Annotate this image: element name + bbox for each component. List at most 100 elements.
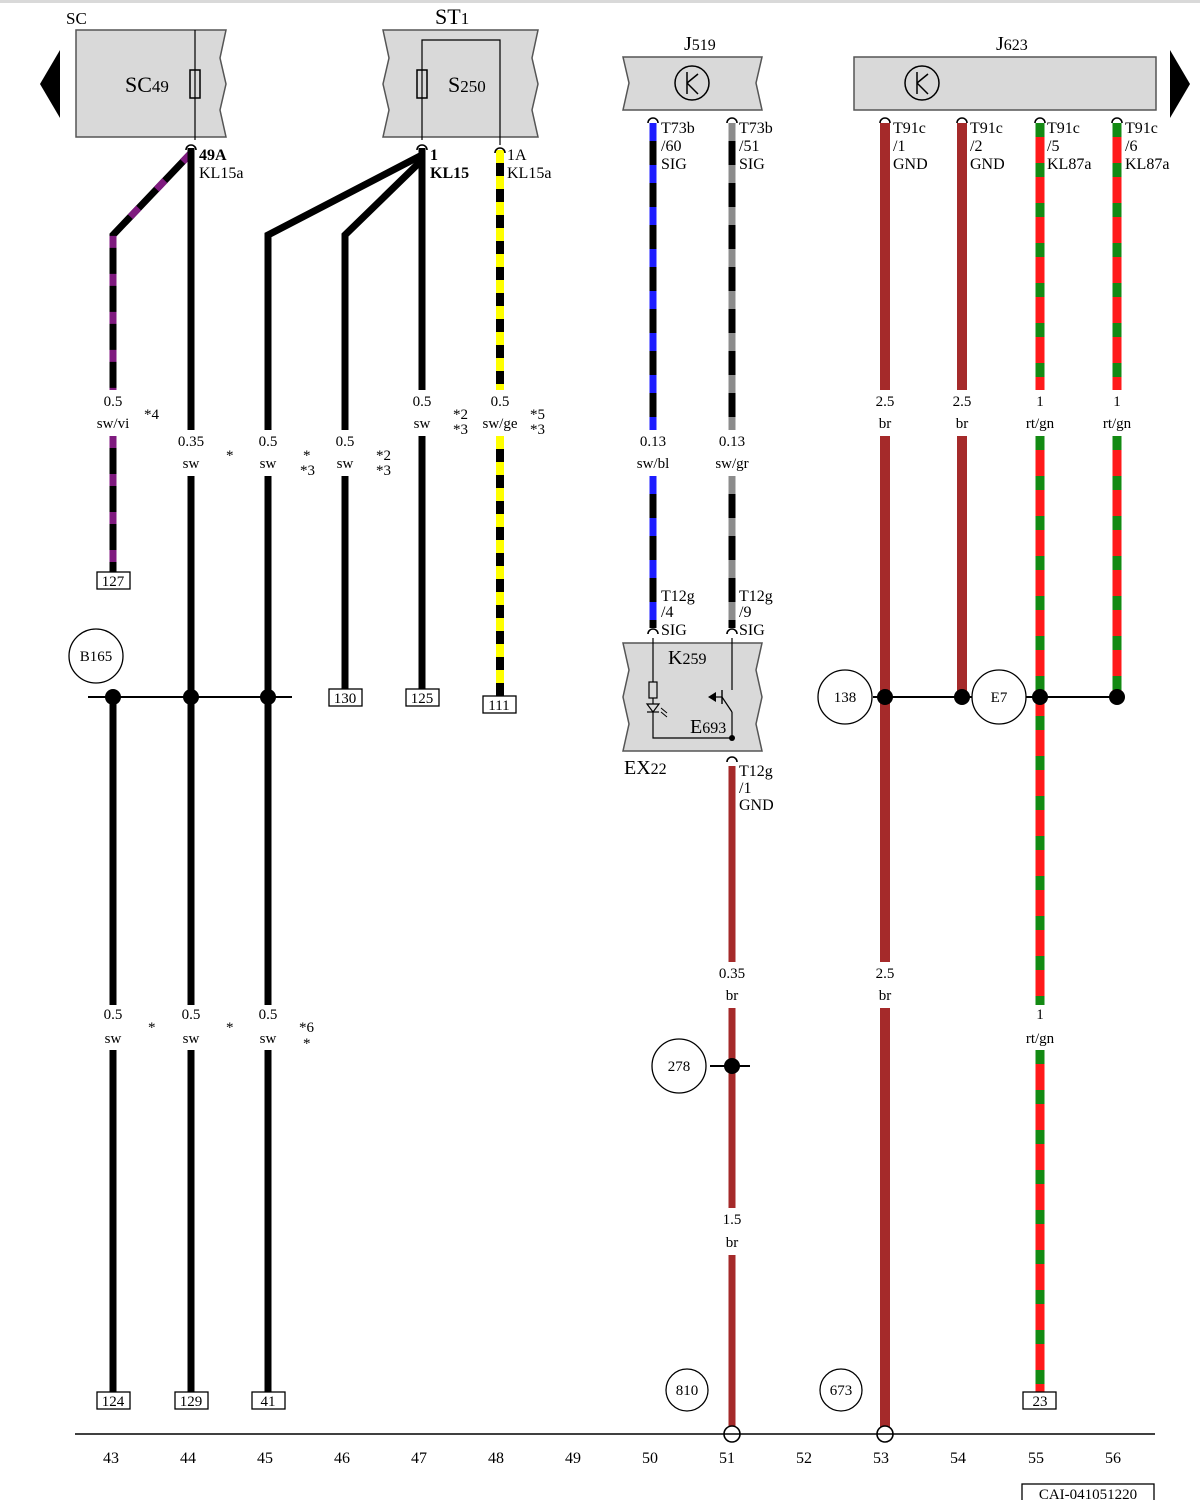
wire-size: 2.5 <box>876 394 895 410</box>
wire-size: 2.5 <box>953 394 972 410</box>
track-number: 56 <box>1105 1450 1121 1467</box>
ref-box[interactable]: 124 <box>102 1394 125 1410</box>
track-number: 45 <box>257 1450 273 1467</box>
ref-box[interactable]: 129 <box>180 1394 203 1410</box>
wire-color: br <box>726 1235 739 1251</box>
sc-group-label: SC <box>66 9 87 28</box>
wire-color: sw <box>183 456 200 472</box>
pin-label: /60 <box>661 138 681 155</box>
track-number: 46 <box>334 1450 350 1467</box>
pin-label: GND <box>739 797 774 814</box>
wire-size: 0.5 <box>336 434 355 450</box>
wire-color: br <box>879 416 892 432</box>
ref-box[interactable]: 23 <box>1033 1394 1048 1410</box>
transistor-icon <box>674 65 710 101</box>
wire-note: *3 <box>530 422 545 438</box>
ground-node[interactable]: 278 <box>668 1059 691 1075</box>
arrow-left-icon[interactable] <box>40 50 60 118</box>
wire-size: 0.5 <box>182 1007 201 1023</box>
wire-color: sw <box>414 416 431 432</box>
wire-size: 1 <box>1036 394 1044 410</box>
wire-size: 1.5 <box>723 1212 742 1228</box>
wire-color: sw/ge <box>483 416 518 432</box>
pin-label: KL87a <box>1125 156 1169 173</box>
ref-box[interactable]: 125 <box>411 691 434 707</box>
wire-size: 0.13 <box>640 434 666 450</box>
e693-label: E693 <box>690 716 726 738</box>
pin-label: 1A <box>507 147 527 164</box>
wire-color: sw/vi <box>97 416 130 432</box>
led-icon <box>645 638 668 724</box>
pin-label: T91c <box>1125 120 1158 137</box>
ref-box[interactable]: 41 <box>261 1394 276 1410</box>
wire-note: *5 <box>530 407 545 423</box>
pin-label: KL87a <box>1047 156 1091 173</box>
track-number: 53 <box>873 1450 889 1467</box>
wire-note: *3 <box>300 463 315 479</box>
pin-label: SIG <box>739 156 765 173</box>
ground-node[interactable]: 673 <box>830 1383 853 1399</box>
wire-color: sw/bl <box>637 456 670 472</box>
ground-node[interactable]: B165 <box>80 649 113 665</box>
arrow-right-icon[interactable] <box>1170 50 1190 118</box>
wire-sw <box>264 151 424 430</box>
wire-note: *4 <box>144 407 160 423</box>
pin-label: T91c <box>1047 120 1080 137</box>
pin-label: SIG <box>739 622 765 639</box>
pin-label: GND <box>970 156 1005 173</box>
pin-label: 1 <box>430 147 438 164</box>
wire-size: 0.5 <box>104 394 123 410</box>
ex22-box <box>622 642 763 752</box>
wire-note: *3 <box>376 463 391 479</box>
transistor-icon <box>904 65 940 101</box>
k259-label: K259 <box>668 647 706 669</box>
sc49-label: SC49 <box>125 72 169 97</box>
track-number: 44 <box>180 1450 196 1467</box>
wire-note: *2 <box>376 448 391 464</box>
ground-node[interactable]: E7 <box>991 690 1008 706</box>
pin-label: /4 <box>661 604 673 621</box>
s250-label: S250 <box>448 72 486 97</box>
wire-color: sw <box>337 456 354 472</box>
pin-label: /1 <box>893 138 905 155</box>
pin-label: KL15a <box>199 165 243 182</box>
pin-label: 49A <box>199 147 227 164</box>
ref-box[interactable]: 111 <box>488 698 509 714</box>
diagram-code: CAI-041051220 <box>1039 1487 1137 1500</box>
wire-color: br <box>956 416 969 432</box>
ref-box[interactable]: 130 <box>334 691 357 707</box>
wire-size: 0.5 <box>491 394 510 410</box>
wire-note: * <box>303 448 311 464</box>
pin-label: T91c <box>970 120 1003 137</box>
wire-note: *3 <box>453 422 468 438</box>
wire-color: sw <box>260 1031 277 1047</box>
wire-note: * <box>303 1036 311 1052</box>
pin-label: T12g <box>739 763 773 780</box>
pin-label: /51 <box>739 138 759 155</box>
wire-size: 0.35 <box>178 434 204 450</box>
wire-size: 0.5 <box>259 1007 278 1023</box>
track-number: 51 <box>719 1450 735 1467</box>
window-top-border <box>0 0 1200 3</box>
pin-label: T91c <box>893 120 926 137</box>
wire-sw-vi <box>109 150 194 390</box>
pin-label: T12g <box>739 588 773 605</box>
j623-label: J623 <box>996 33 1028 55</box>
track-number: 47 <box>411 1450 427 1467</box>
wire-color: rt/gn <box>1103 416 1132 432</box>
ground-node[interactable]: 138 <box>834 690 857 706</box>
pin-label: T73b <box>661 120 695 137</box>
ground-node[interactable]: 810 <box>676 1383 699 1399</box>
track-number: 50 <box>642 1450 658 1467</box>
wire-size: 0.5 <box>413 394 432 410</box>
wire-color: br <box>879 988 892 1004</box>
sc49-box <box>75 29 227 138</box>
pin-label: /1 <box>739 780 751 797</box>
pin-label: KL15 <box>430 165 469 182</box>
pin-label: T12g <box>661 588 695 605</box>
wire-color: rt/gn <box>1026 1031 1055 1047</box>
pin-label: SIG <box>661 622 687 639</box>
ref-box[interactable]: 127 <box>102 574 125 590</box>
wire-note: * <box>148 1020 156 1036</box>
